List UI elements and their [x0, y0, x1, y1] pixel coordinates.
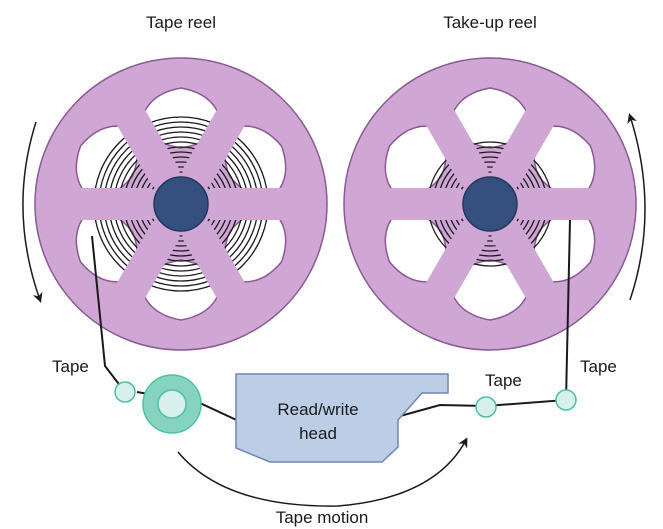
head-label-line2: head: [299, 424, 337, 443]
left-reel-rotation-arrow: [22, 121, 43, 303]
reel-spoke: [182, 220, 256, 319]
reel-spoke: [364, 188, 464, 220]
reel-spokes: [364, 89, 616, 319]
reel-spoke: [491, 220, 565, 319]
reel-spoke: [106, 220, 180, 319]
tape-motion-label: Tape motion: [276, 508, 369, 527]
tape-reel-label: Tape reel: [146, 13, 216, 32]
reel-spoke: [207, 188, 307, 220]
middle-guide-roller: [475, 396, 497, 418]
right-guide-roller: [555, 389, 577, 411]
takeup-reel-label: Take-up reel: [443, 13, 537, 32]
reel-spoke: [516, 188, 616, 220]
reel-spoke: [55, 188, 155, 220]
left-guide-roller: [114, 381, 136, 403]
reel-spoke: [415, 220, 489, 319]
read-write-head: [235, 373, 449, 463]
reel-spoke: [415, 89, 489, 188]
right-reel-rotation-arrow: [627, 113, 646, 301]
reel-hub: [153, 176, 209, 232]
head-label-line1: Read/write: [277, 400, 358, 419]
capstan-inner: [157, 389, 187, 419]
tape-label-right: Tape: [580, 357, 617, 376]
tape-path-left: [91, 235, 126, 393]
reel-hub: [462, 176, 518, 232]
reel-spoke: [106, 89, 180, 188]
tape-reel: [34, 57, 328, 351]
takeup-reel: [343, 57, 637, 351]
reel-spoke: [491, 89, 565, 188]
tape-label-middle: Tape: [485, 371, 522, 390]
reel-spoke: [182, 89, 256, 188]
tape-motion-arrow: [177, 437, 468, 507]
reel-spokes: [55, 89, 307, 319]
reel-windows: [384, 87, 596, 321]
tape-label-left: Tape: [52, 357, 89, 376]
